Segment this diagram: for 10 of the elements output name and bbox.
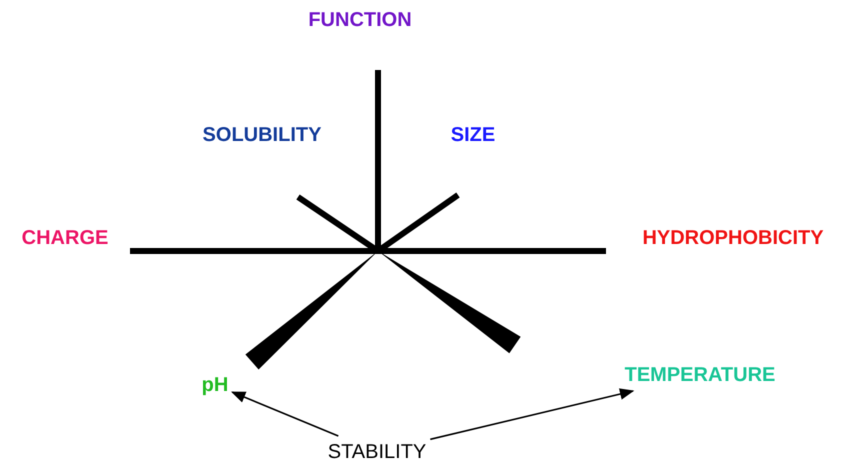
axis-label: TEMPERATURE xyxy=(624,363,776,387)
axis-label: CHARGE xyxy=(22,226,108,250)
arrow xyxy=(430,388,634,440)
group-label: STABILITY xyxy=(328,440,426,464)
axis-label: FUNCTION xyxy=(308,8,412,32)
axis-label: pH xyxy=(202,373,228,397)
arrow xyxy=(231,391,339,437)
axis-label: HYDROPHOBICITY xyxy=(642,226,824,250)
axis-label: SIZE xyxy=(450,123,496,147)
axis-label: SOLUBILITY xyxy=(202,123,322,147)
